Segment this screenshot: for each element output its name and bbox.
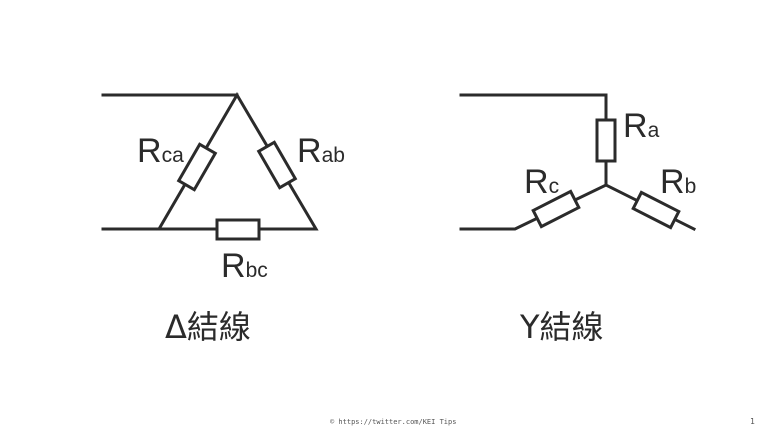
- label-rbc: Rbc: [221, 247, 268, 285]
- label-rc: Rc: [524, 163, 559, 201]
- resistor-rca: [176, 142, 218, 192]
- delta-title: Δ結線: [165, 308, 251, 346]
- footer-credit: © https://twitter.com/KEI Tips: [330, 418, 457, 426]
- label-rab: Rab: [297, 132, 345, 170]
- resistor-rbc: [215, 218, 261, 241]
- page-number: 1: [750, 417, 755, 426]
- wye-circuit: Ra Rc Rb Y結線: [459, 93, 696, 346]
- resistor-rab: [256, 140, 298, 190]
- resistor-ra: [595, 118, 617, 163]
- delta-circuit: Rca Rab Rbc Δ結線: [101, 92, 345, 346]
- label-ra: Ra: [623, 107, 660, 145]
- label-rca: Rca: [137, 132, 184, 170]
- label-rb: Rb: [660, 163, 696, 201]
- resistor-rc: [531, 189, 581, 229]
- wye-title: Y結線: [519, 308, 604, 346]
- resistor-rb: [631, 190, 681, 230]
